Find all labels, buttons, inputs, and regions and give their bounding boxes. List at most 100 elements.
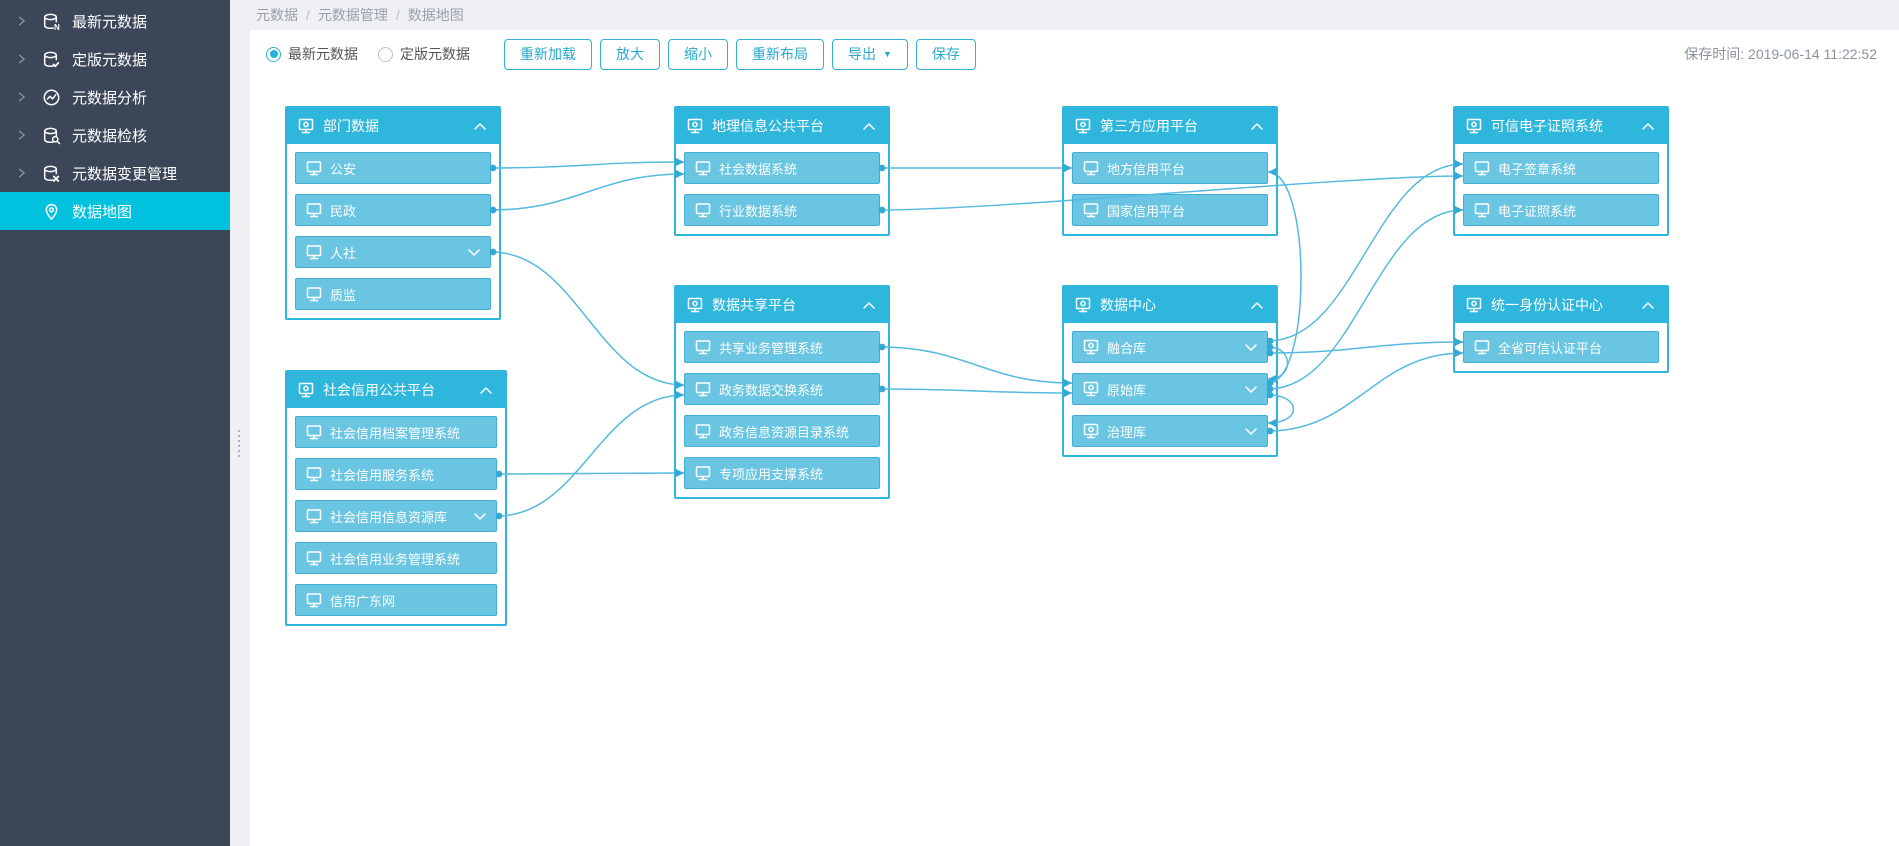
map-node-shj[interactable]: 社会数据系统 [684,152,880,184]
map-node-gx[interactable]: 共享业务管理系统 [684,331,880,363]
expand-chevron-icon[interactable] [16,129,42,141]
toolbar-button-5[interactable]: 导出▼ [832,38,908,70]
toolbar-button-2[interactable]: 放大 [600,38,660,70]
sidebar-item-5[interactable]: 元数据变更管理 [0,154,230,192]
group-header[interactable]: 部门数据 [287,108,499,144]
platform-icon [1074,296,1092,314]
sidebar-item-label: 数据地图 [72,203,133,221]
save-time-label: 保存时间: 2019-06-14 11:22:52 [1684,46,1877,62]
map-node-df[interactable]: 地方信用平台 [1072,152,1268,184]
collapse-chevron-icon[interactable] [479,386,493,395]
platform-icon [686,296,704,314]
expand-chevron-icon[interactable] [473,512,487,521]
expand-chevron-icon[interactable] [16,91,42,103]
toolbar-buttons: 重新加载 放大缩小 重新布局 导出▼保存 [504,38,976,70]
group-title: 统一身份认证中心 [1491,297,1603,313]
expand-chevron-icon[interactable] [1244,343,1258,352]
system-icon [694,422,712,440]
radio-1[interactable]: 最新元数据 [266,44,358,64]
breadcrumb-item-2[interactable]: 元数据管理 [317,7,388,23]
map-node-rh[interactable]: 融合库 [1072,331,1268,363]
system-icon [305,201,323,219]
map-group-disanfang[interactable]: 第三方应用平台地方信用平台国家信用平台 [1062,106,1278,236]
group-header[interactable]: 数据共享平台 [676,287,888,323]
map-node-xda[interactable]: 社会信用档案管理系统 [295,416,497,448]
group-body: 地方信用平台国家信用平台 [1064,144,1276,234]
toolbar-button-6[interactable]: 保存 [915,38,976,70]
map-node-hy[interactable]: 行业数据系统 [684,194,880,226]
sidebar-item-2[interactable]: 定版元数据 [0,40,230,78]
map-group-kexin[interactable]: 可信电子证照系统电子签章系统电子证照系统 [1453,106,1669,236]
collapse-chevron-icon[interactable] [1250,301,1264,310]
system-icon [694,338,712,356]
platform-icon [1082,338,1100,356]
map-node-gdw[interactable]: 信用广东网 [295,584,497,616]
radio-dot-icon[interactable] [378,46,393,62]
group-title: 社会信用公共平台 [323,382,435,398]
system-icon [694,159,712,177]
expand-chevron-icon[interactable] [16,167,42,179]
map-node-qs[interactable]: 全省可信认证平台 [1463,331,1659,363]
expand-chevron-icon[interactable] [16,53,42,65]
group-header[interactable]: 第三方应用平台 [1064,108,1276,144]
data-map-canvas[interactable]: 部门数据公安民政人社质监社会信用公共平台社会信用档案管理系统社会信用服务系统社会… [250,78,1899,846]
group-body: 全省可信认证平台 [1455,323,1667,371]
sidebar-item-3[interactable]: 元数据分析 [0,78,230,116]
map-node-rs[interactable]: 人社 [295,236,491,268]
expand-chevron-icon[interactable] [467,248,481,257]
radio-2[interactable]: 定版元数据 [378,44,470,64]
map-node-zj[interactable]: 质监 [295,278,491,310]
collapse-chevron-icon[interactable] [862,301,876,310]
collapse-chevron-icon[interactable] [1250,122,1264,131]
button-label: 重新布局 [752,46,808,62]
map-node-zz[interactable]: 电子证照系统 [1463,194,1659,226]
database-new-icon: N [42,12,72,31]
group-header[interactable]: 统一身份认证中心 [1455,287,1667,323]
map-node-mz[interactable]: 民政 [295,194,491,226]
map-node-zl[interactable]: 治理库 [1072,415,1268,447]
system-icon [305,465,323,483]
sidebar-item-4[interactable]: 元数据检核 [0,116,230,154]
map-node-xyw[interactable]: 社会信用业务管理系统 [295,542,497,574]
map-group-dc[interactable]: 数据中心融合库原始库治理库 [1062,285,1278,457]
map-node-ys[interactable]: 原始库 [1072,373,1268,405]
map-node-xfw[interactable]: 社会信用服务系统 [295,458,497,490]
sidebar-item-6[interactable]: 数据地图 [0,192,230,230]
radio-label: 定版元数据 [400,46,470,62]
toolbar-button-4[interactable]: 重新布局 [736,38,824,70]
map-group-gongxiang[interactable]: 数据共享平台共享业务管理系统政务数据交换系统政务信息资源目录系统专项应用支撑系统 [674,285,890,499]
map-node-ml[interactable]: 政务信息资源目录系统 [684,415,880,447]
group-header[interactable]: 地理信息公共平台 [676,108,888,144]
toolbar-button-1[interactable]: 重新加载 [504,38,592,70]
group-header[interactable]: 社会信用公共平台 [287,372,505,408]
toolbar-button-3[interactable]: 缩小 [668,38,728,70]
platform-icon [297,117,315,135]
sidebar-collapse-handle[interactable] [238,430,240,457]
collapse-chevron-icon[interactable] [862,122,876,131]
breadcrumb-item-1[interactable]: 元数据 [256,7,298,23]
map-group-shexin[interactable]: 社会信用公共平台社会信用档案管理系统社会信用服务系统社会信用信息资源库社会信用业… [285,370,507,626]
collapse-chevron-icon[interactable] [473,122,487,131]
map-group-bumen[interactable]: 部门数据公安民政人社质监 [285,106,501,320]
collapse-chevron-icon[interactable] [1641,301,1655,310]
map-node-xzy[interactable]: 社会信用信息资源库 [295,500,497,532]
map-node-ga[interactable]: 公安 [295,152,491,184]
button-label: 重新加载 [520,46,576,62]
collapse-chevron-icon[interactable] [1641,122,1655,131]
expand-chevron-icon[interactable] [16,15,42,27]
map-node-gj[interactable]: 国家信用平台 [1072,194,1268,226]
expand-chevron-icon[interactable] [1244,385,1258,394]
group-header[interactable]: 数据中心 [1064,287,1276,323]
system-icon [1082,201,1100,219]
group-header[interactable]: 可信电子证照系统 [1455,108,1667,144]
map-node-qz[interactable]: 电子签章系统 [1463,152,1659,184]
map-node-zx[interactable]: 专项应用支撑系统 [684,457,880,489]
radio-dot-icon[interactable] [266,46,281,62]
map-group-tongyi[interactable]: 统一身份认证中心全省可信认证平台 [1453,285,1669,373]
map-node-jh[interactable]: 政务数据交换系统 [684,373,880,405]
group-title: 第三方应用平台 [1100,118,1198,134]
map-group-dili[interactable]: 地理信息公共平台社会数据系统行业数据系统 [674,106,890,236]
breadcrumb-item-3: 数据地图 [407,7,464,23]
expand-chevron-icon[interactable] [1244,427,1258,436]
